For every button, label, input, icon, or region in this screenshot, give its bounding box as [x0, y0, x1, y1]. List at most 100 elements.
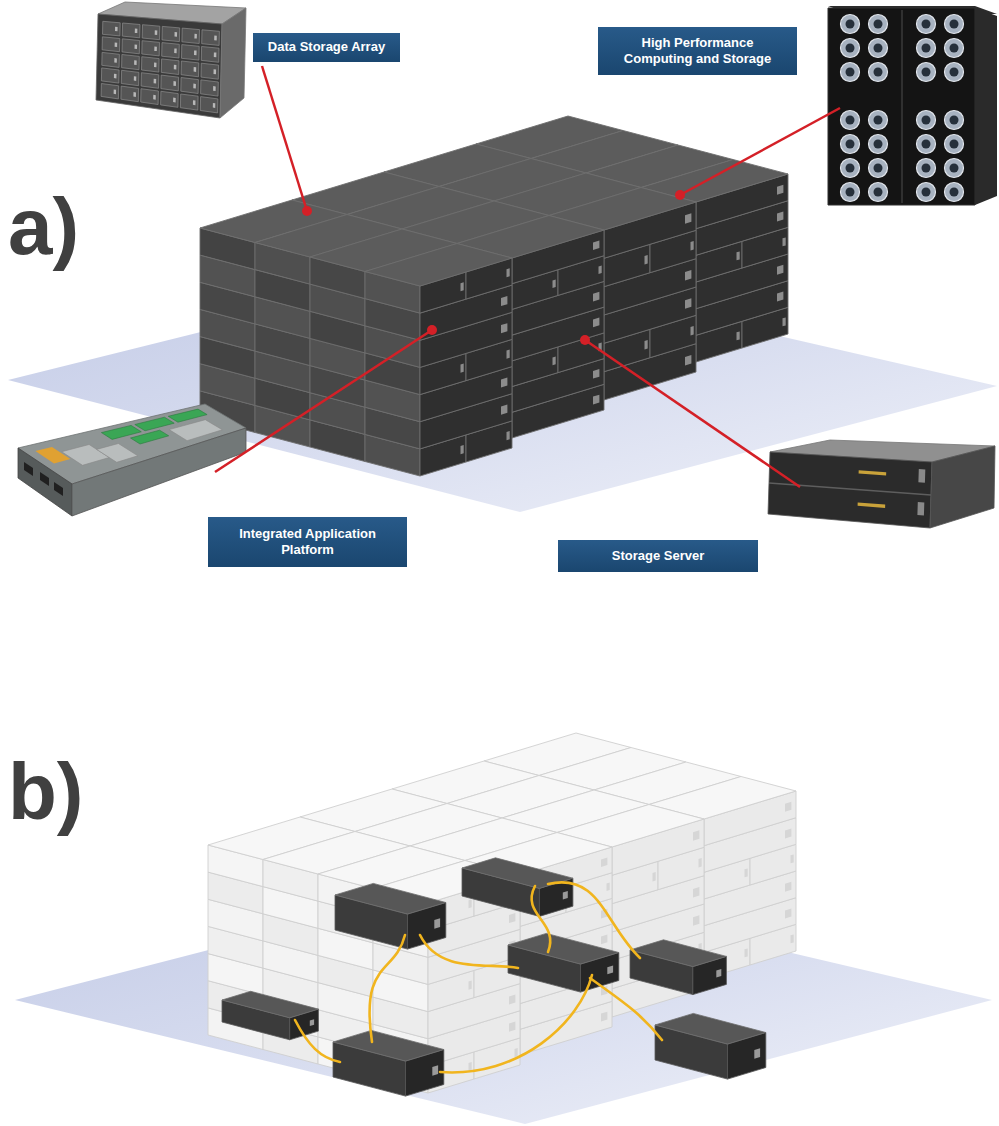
drive-bay	[200, 97, 218, 113]
drive-bay	[142, 25, 160, 40]
drive-led	[114, 90, 117, 95]
chassis-side	[72, 428, 246, 516]
drive-bay	[103, 21, 121, 36]
server-indicator	[469, 981, 472, 990]
fan-hub	[922, 20, 931, 29]
drive-led	[213, 86, 216, 91]
leader-line	[215, 330, 432, 472]
drive-bay	[181, 61, 199, 77]
application-platform-photo	[18, 404, 246, 516]
drive-bay	[141, 89, 159, 105]
server-indicator	[432, 1065, 438, 1076]
server-indicator	[601, 935, 607, 945]
callout-text: Integrated Application Platform	[216, 526, 399, 559]
drive-bay	[101, 68, 119, 83]
drive-led	[174, 65, 177, 70]
drive-led	[134, 60, 137, 65]
storage-server-photo	[768, 440, 995, 528]
server-indicator	[461, 364, 464, 373]
hpc-rack-photo	[828, 6, 997, 205]
server-indicator	[785, 802, 791, 812]
server-indicator	[777, 265, 783, 275]
fan-module	[917, 63, 936, 82]
selected-servers	[222, 858, 766, 1096]
fan-module	[917, 183, 936, 202]
drive-bay	[141, 73, 159, 89]
cables	[295, 882, 662, 1072]
drive-led	[175, 32, 178, 37]
handle	[918, 469, 925, 483]
server-indicator	[563, 891, 568, 900]
drive-led	[135, 29, 138, 34]
fan-hub	[950, 44, 959, 53]
rack-side	[975, 8, 997, 205]
fan-hub	[874, 140, 883, 149]
drive-bay	[122, 55, 140, 70]
server-indicator	[601, 857, 607, 867]
leader-line	[680, 108, 840, 195]
fan-hub	[922, 44, 931, 53]
drive-bay	[122, 39, 140, 54]
server-box-top	[222, 991, 318, 1018]
drive-bay	[102, 37, 120, 52]
cable	[440, 975, 592, 1072]
drive-bay	[201, 80, 219, 96]
server-indicator	[791, 934, 794, 943]
drive-bay	[142, 41, 160, 56]
fan-hub	[874, 68, 883, 77]
fan-module	[869, 39, 888, 58]
storage-array-photo	[96, 2, 246, 118]
server-indicator	[509, 1022, 515, 1032]
fan-module	[945, 183, 964, 202]
component	[97, 444, 138, 463]
server-indicator	[599, 265, 602, 274]
fan-module	[869, 15, 888, 34]
fan-module	[869, 111, 888, 130]
server-box-top	[508, 933, 619, 964]
server-box-top	[335, 883, 446, 914]
drive-led	[173, 81, 176, 86]
drive-bay	[162, 26, 180, 41]
fan-module	[841, 135, 860, 154]
fan-hub	[922, 164, 931, 173]
cable	[370, 935, 405, 1042]
server-indicator	[716, 969, 721, 978]
server-indicator	[785, 882, 791, 892]
circuit-board	[168, 409, 207, 422]
fan-hub	[874, 20, 883, 29]
callout-label: Storage Server	[558, 540, 758, 572]
fan-module	[841, 111, 860, 130]
fan-hub	[950, 164, 959, 173]
fan-module	[917, 159, 936, 178]
drive-led	[194, 34, 197, 39]
circuit-board	[131, 430, 169, 444]
leader-line	[262, 66, 307, 211]
circuit-board	[135, 417, 174, 431]
drive-led	[174, 48, 177, 53]
server-indicator	[607, 882, 610, 891]
fan-module	[841, 63, 860, 82]
drive-led	[214, 52, 217, 57]
server-indicator	[507, 350, 510, 359]
server-indicator	[653, 872, 656, 881]
fan-hub	[846, 140, 855, 149]
fan-hub	[846, 68, 855, 77]
server-indicator	[693, 887, 699, 897]
server-indicator	[607, 965, 613, 974]
server-indicator	[754, 1048, 760, 1059]
drive-led	[194, 50, 197, 55]
floor-plane	[15, 880, 992, 1124]
drive-led	[194, 67, 197, 72]
fan-hub	[874, 164, 883, 173]
server-indicator	[745, 948, 748, 957]
drive-bay	[182, 45, 200, 61]
server-indicator	[593, 318, 599, 328]
front-badge	[858, 502, 886, 508]
fan-module	[945, 111, 964, 130]
server-indicator	[685, 298, 691, 309]
drive-led	[214, 36, 217, 41]
drive-led	[213, 103, 216, 108]
drive-bay	[182, 28, 200, 43]
leader-dot	[427, 325, 437, 335]
fan-hub	[874, 116, 883, 125]
